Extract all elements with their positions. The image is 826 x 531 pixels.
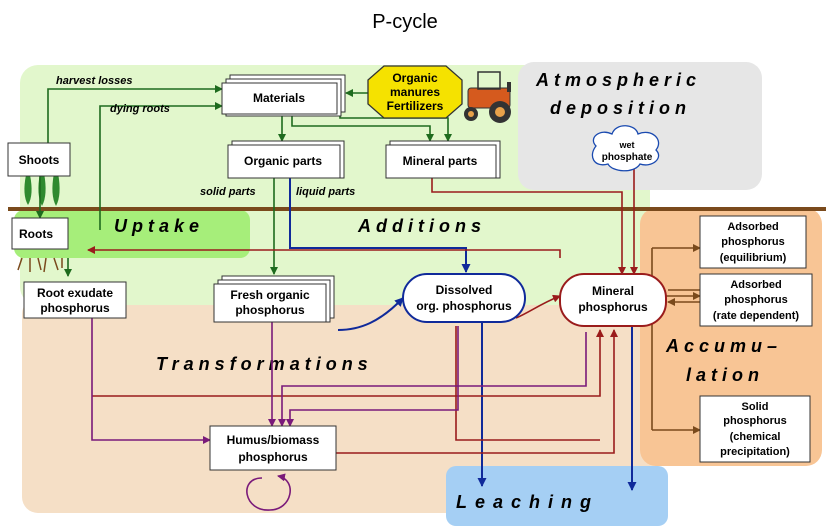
zone-label-deposition: deposition bbox=[550, 98, 691, 118]
flow-arrows-blue bbox=[289, 178, 637, 491]
zone-label-leaching: Leaching bbox=[456, 492, 599, 512]
zone-atmospheric bbox=[518, 62, 762, 190]
svg-text:Fresh organic: Fresh organic bbox=[230, 288, 310, 302]
svg-text:Adsorbed: Adsorbed bbox=[730, 279, 781, 291]
flow-arrows-purple bbox=[91, 318, 587, 511]
svg-text:Adsorbed: Adsorbed bbox=[727, 221, 778, 233]
svg-text:(equilibrium): (equilibrium) bbox=[720, 252, 787, 264]
node-shoots: Shoots bbox=[7, 142, 71, 177]
svg-text:Mineral parts: Mineral parts bbox=[403, 154, 478, 168]
svg-text:precipitation): precipitation) bbox=[720, 446, 790, 458]
zone-uptake bbox=[14, 210, 250, 258]
svg-text:wet: wet bbox=[618, 140, 634, 150]
dying-roots-arrow bbox=[99, 102, 223, 230]
zone-leaching bbox=[446, 466, 668, 526]
zone-label-accumulation-2: lation bbox=[686, 365, 764, 385]
node-materials: Materials bbox=[221, 74, 346, 117]
uptake-arrow bbox=[87, 246, 561, 258]
node-adsorbed-equilibrium: Adsorbed phosphorus (equilibrium) bbox=[699, 215, 807, 269]
zone-soil bbox=[22, 298, 656, 513]
svg-text:Humus/biomass: Humus/biomass bbox=[227, 433, 320, 447]
node-root-exudate: Root exudate phosphorus bbox=[23, 281, 127, 319]
label-dying-roots: dying roots bbox=[110, 103, 170, 115]
svg-text:phosphorus: phosphorus bbox=[578, 300, 648, 314]
zone-label-additions: Additions bbox=[357, 216, 486, 236]
node-dissolved-org-p: Dissolved org. phosphorus bbox=[402, 273, 526, 323]
svg-text:phosphorus: phosphorus bbox=[238, 450, 308, 464]
diagram-title: P-cycle bbox=[372, 11, 438, 33]
node-organic-parts: Organic parts bbox=[227, 140, 345, 179]
node-organic-manures: Organic manures Fertilizers bbox=[367, 65, 463, 119]
svg-text:phosphate: phosphate bbox=[602, 152, 653, 163]
svg-text:Solid: Solid bbox=[742, 401, 769, 413]
node-roots: Roots bbox=[11, 217, 69, 250]
svg-text:phosphorus: phosphorus bbox=[235, 303, 305, 317]
flow-arrows-red bbox=[87, 164, 638, 454]
svg-text:Materials: Materials bbox=[253, 91, 305, 105]
label-harvest-losses: harvest losses bbox=[56, 75, 132, 87]
label-liquid-parts: liquid parts bbox=[296, 186, 355, 198]
tractor-icon bbox=[464, 71, 511, 123]
node-fresh-organic-p: Fresh organic phosphorus bbox=[213, 275, 335, 323]
humus-cycle-arrow bbox=[246, 473, 291, 511]
svg-text:phosphorus: phosphorus bbox=[40, 301, 110, 315]
zone-label-transformations: Transformations bbox=[156, 354, 373, 374]
node-adsorbed-rate: Adsorbed phosphorus (rate dependent) bbox=[699, 273, 813, 327]
svg-text:phosphorus: phosphorus bbox=[723, 415, 787, 427]
fresh-to-dissolved-arrow bbox=[337, 297, 404, 331]
node-mineral-parts: Mineral parts bbox=[385, 140, 501, 179]
svg-text:phosphorus: phosphorus bbox=[721, 236, 785, 248]
svg-text:org. phosphorus: org. phosphorus bbox=[416, 299, 512, 313]
svg-text:manures: manures bbox=[390, 85, 440, 99]
liquid-parts-arrow bbox=[289, 178, 471, 273]
svg-text:Mineral: Mineral bbox=[592, 284, 634, 298]
svg-text:Fertilizers: Fertilizers bbox=[387, 99, 444, 113]
label-solid-parts: solid parts bbox=[200, 186, 256, 198]
zone-label-atmospheric: Atmospheric bbox=[535, 70, 701, 90]
svg-text:(rate dependent): (rate dependent) bbox=[713, 310, 800, 322]
node-wet-phosphate: wet phosphate bbox=[591, 125, 660, 172]
svg-text:Organic parts: Organic parts bbox=[244, 154, 322, 168]
zone-label-uptake: Uptake bbox=[114, 216, 204, 236]
zone-label-accumulation-1: Accumu– bbox=[665, 336, 782, 356]
harvest-losses-arrow bbox=[47, 85, 223, 143]
ground-line bbox=[8, 207, 826, 211]
svg-text:Root exudate: Root exudate bbox=[37, 286, 113, 300]
node-humus-biomass-p: Humus/biomass phosphorus bbox=[209, 425, 337, 471]
svg-text:Organic: Organic bbox=[392, 71, 438, 85]
node-mineral-p: Mineral phosphorus bbox=[559, 273, 667, 327]
node-solid-p: Solid phosphorus (chemical precipitation… bbox=[699, 395, 811, 463]
svg-text:(chemical: (chemical bbox=[730, 431, 781, 443]
svg-text:phosphorus: phosphorus bbox=[724, 294, 788, 306]
svg-text:Dissolved: Dissolved bbox=[436, 283, 493, 297]
svg-text:Shoots: Shoots bbox=[19, 153, 60, 167]
svg-text:Roots: Roots bbox=[19, 227, 53, 241]
